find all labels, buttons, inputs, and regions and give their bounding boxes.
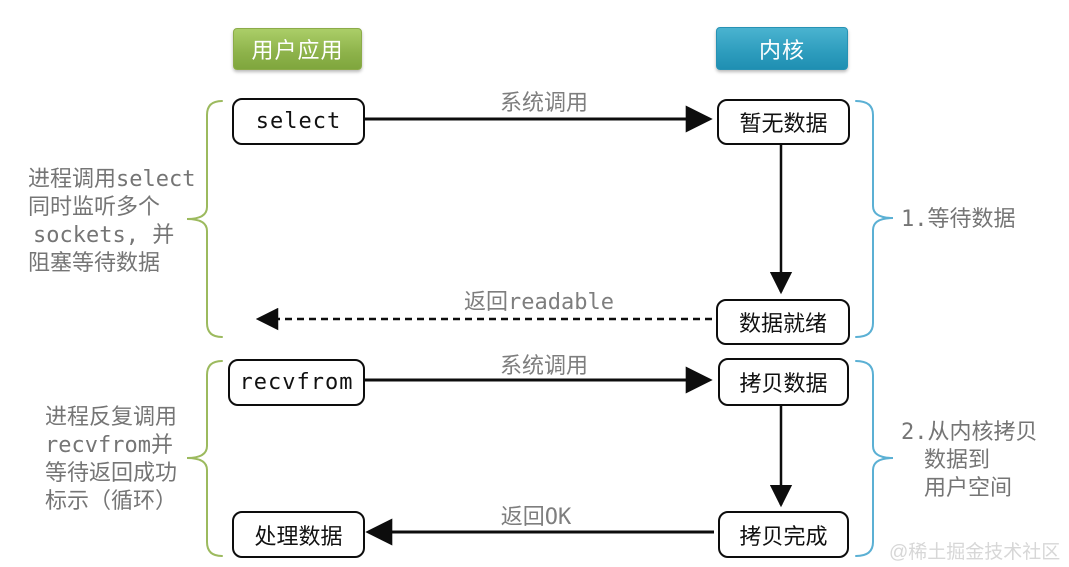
user-app-header: 用户应用 xyxy=(233,28,362,70)
recvfrom-node: recvfrom xyxy=(228,359,365,406)
flow1-left-note-line4: 阻塞等待数据 xyxy=(28,251,161,276)
flow1-left-note-line2: 同时监听多个 xyxy=(28,195,161,220)
return-ok-label: 返回OK xyxy=(500,505,572,530)
syscall-label-1: 系统调用 xyxy=(499,91,588,116)
flow1-left-note-line3: sockets, 并 xyxy=(33,223,175,248)
flow2-left-note-line2: recvfrom并 xyxy=(45,433,173,458)
brace-left-flow1 xyxy=(186,100,223,338)
syscall-label-2: 系统调用 xyxy=(499,354,588,379)
no-data-node: 暂无数据 xyxy=(717,99,850,145)
return-readable-label: 返回readable xyxy=(464,290,614,315)
copy-data-node: 拷贝数据 xyxy=(718,358,849,406)
brace-right-flow2 xyxy=(855,360,894,557)
brace-right-flow1 xyxy=(855,100,894,338)
flow2-right-note-line1: 2.从内核拷贝 xyxy=(901,420,1038,445)
process-data-node: 处理数据 xyxy=(232,511,365,558)
flow1-right-note: 1.等待数据 xyxy=(901,207,1016,232)
flow2-right-note-line2: 数据到 xyxy=(924,448,991,473)
copy-done-node: 拷贝完成 xyxy=(718,511,849,558)
kernel-header: 内核 xyxy=(716,27,848,70)
select-node: select xyxy=(232,98,365,145)
flow2-left-note-line4: 标示（循环） xyxy=(45,489,178,514)
flow2-left-note-line3: 等待返回成功 xyxy=(45,461,178,486)
flow1-left-note-line1: 进程调用select xyxy=(28,167,196,192)
watermark: @稀土掘金技术社区 xyxy=(889,542,1061,563)
brace-left-flow2 xyxy=(186,360,223,557)
data-ready-node: 数据就绪 xyxy=(716,299,850,345)
flow2-right-note: 2.从内核拷贝 数据到 用户空间 xyxy=(901,419,1038,503)
flow2-left-note-line1: 进程反复调用 xyxy=(45,405,178,430)
flow1-left-note: 进程调用select 同时监听多个 sockets, 并 阻塞等待数据 xyxy=(28,166,195,278)
flow2-right-note-line3: 用户空间 xyxy=(924,476,1013,501)
flow2-left-note: 进程反复调用 recvfrom并 等待返回成功 标示（循环） xyxy=(45,404,177,516)
